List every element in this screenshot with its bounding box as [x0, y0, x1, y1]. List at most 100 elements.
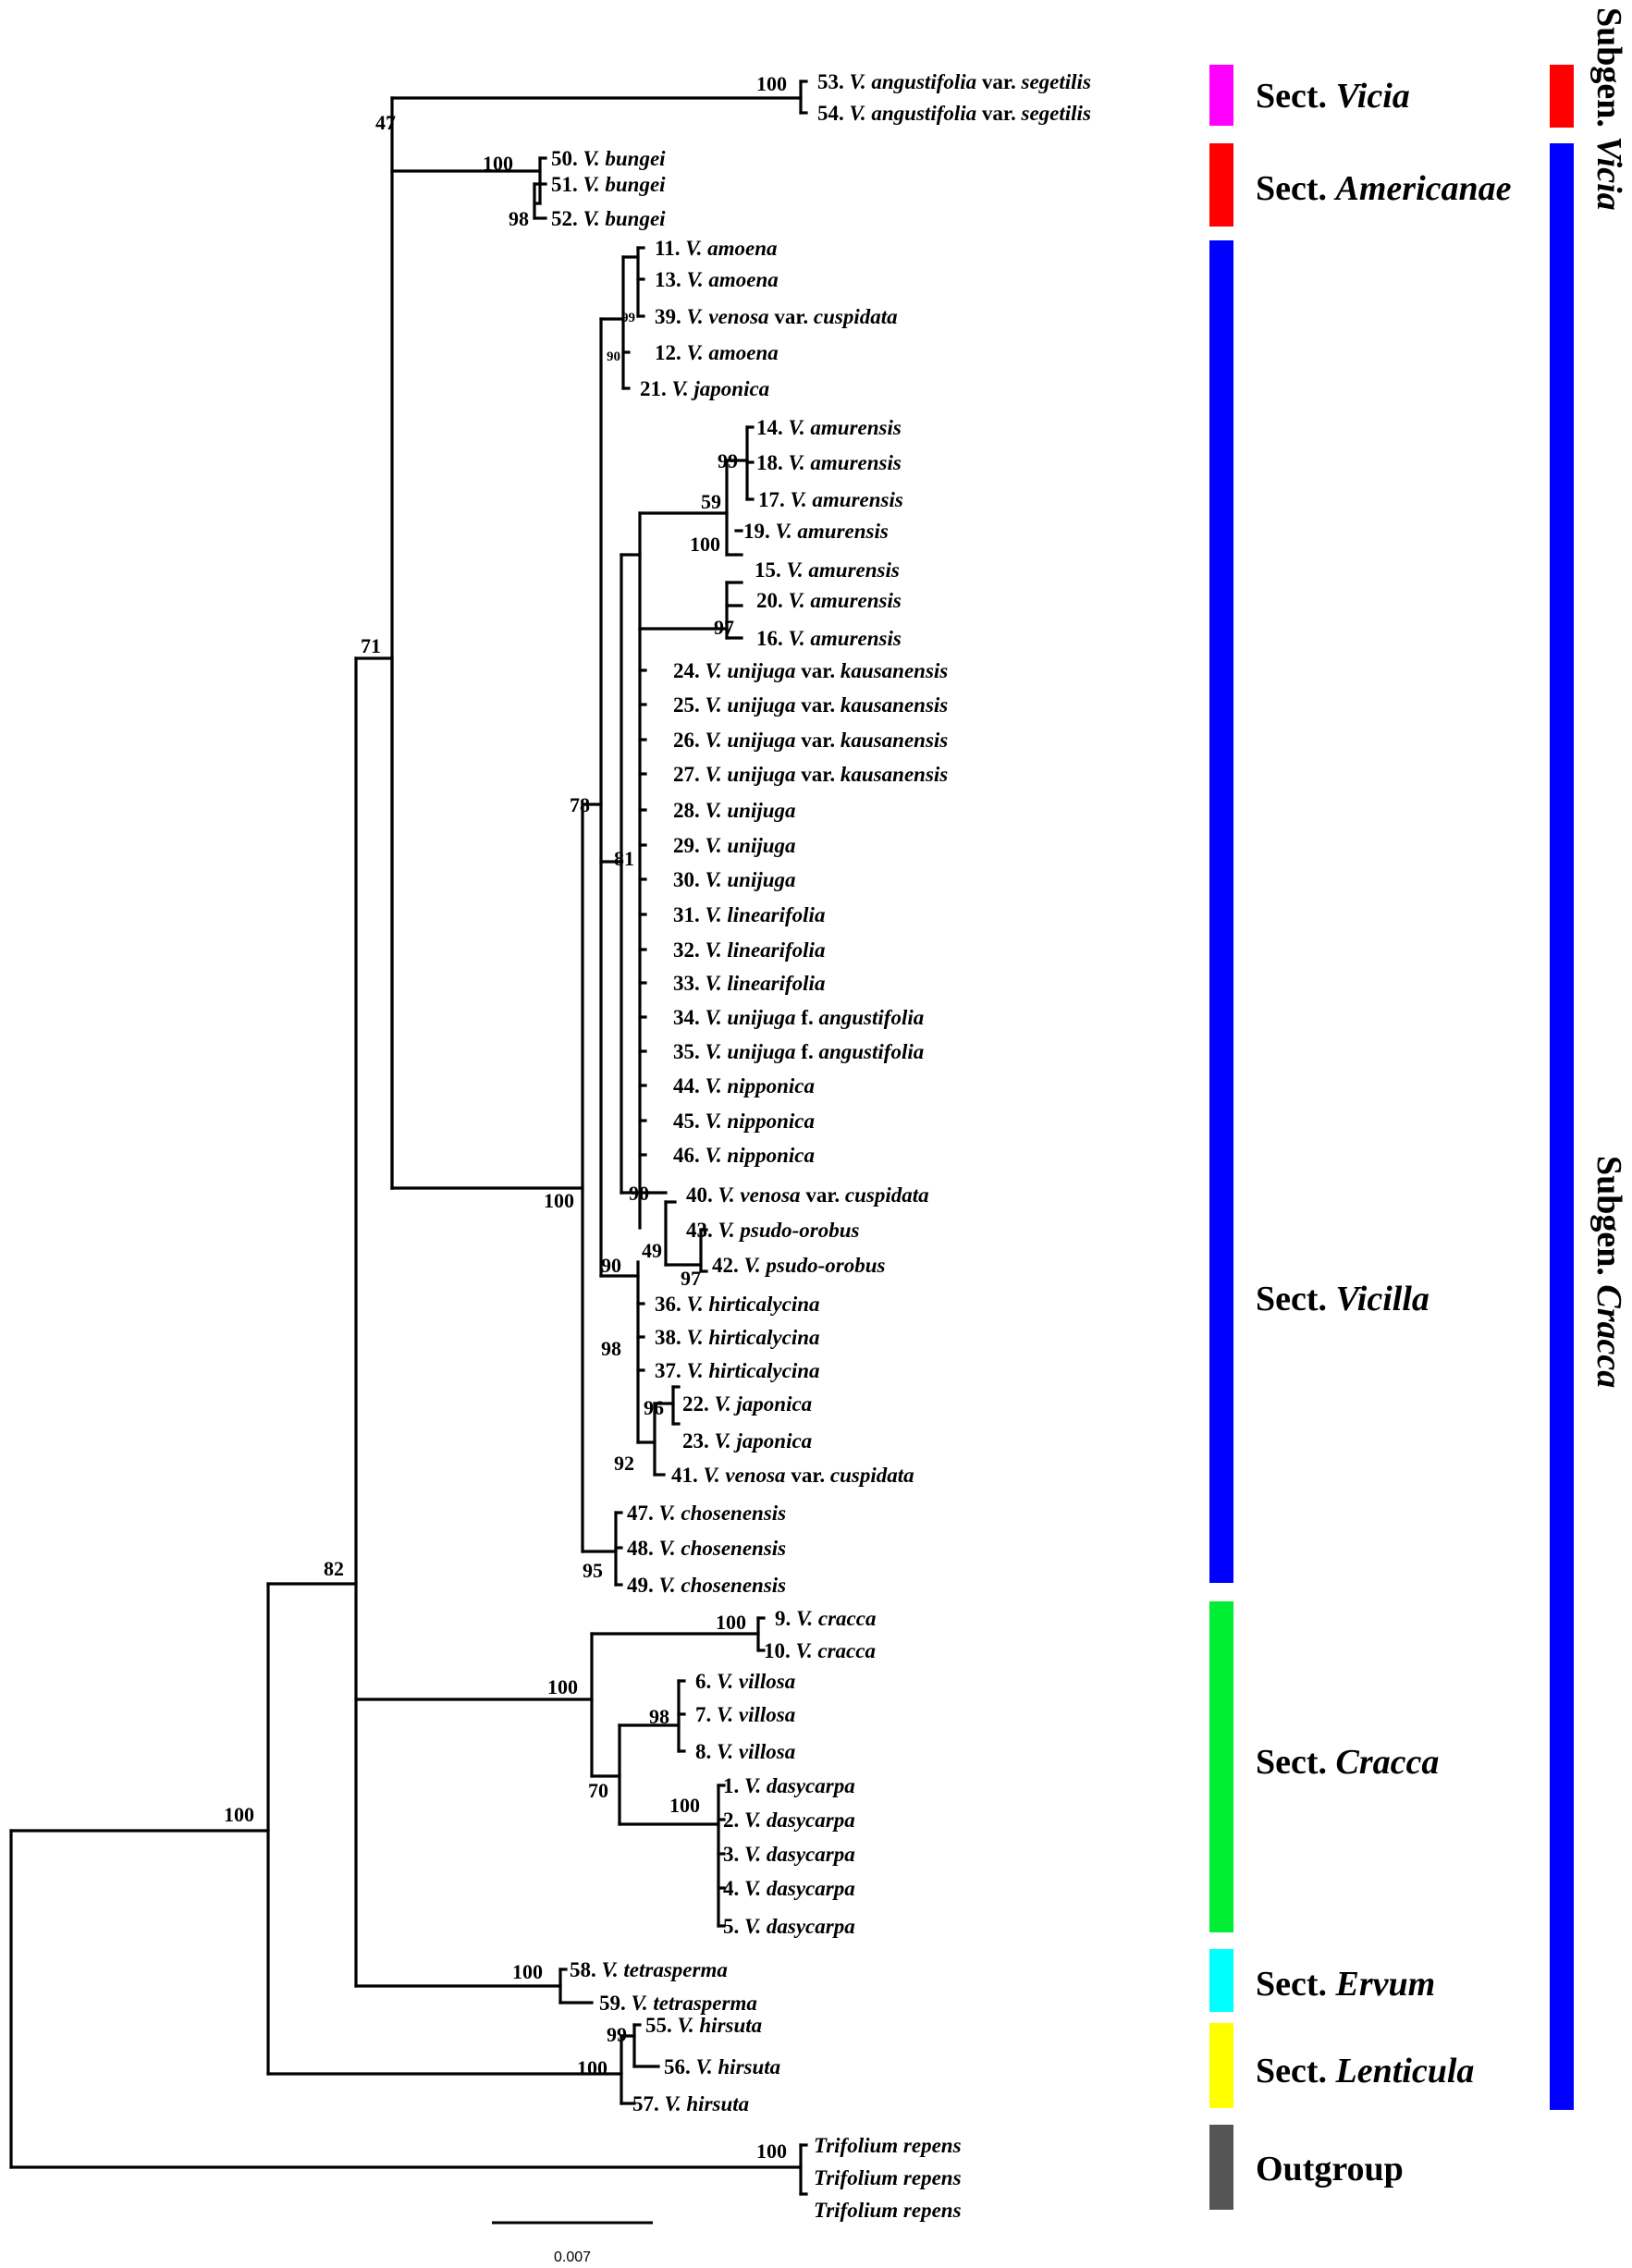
support-values: 1008271471001009810078909981100599997904…	[224, 72, 787, 2163]
tip-genus: V.	[687, 1293, 704, 1316]
tip-rank: var.	[982, 70, 1016, 93]
tip-number: 41.	[671, 1464, 698, 1487]
support-value: 95	[583, 1559, 603, 1582]
tip-epithet: hirticalycina	[708, 1293, 819, 1316]
support-value: 97	[681, 1267, 701, 1290]
tip-epithet: nipponica	[727, 1109, 815, 1133]
tip-epithet: chosenensis	[681, 1574, 786, 1597]
tip-label: 50. V. bungei	[551, 147, 666, 170]
tip-genus: V.	[687, 1326, 704, 1349]
tip-epithet: psudo-orobus	[764, 1254, 885, 1277]
support-value: 100	[544, 1189, 574, 1212]
tip-epithet: unijuga	[727, 1040, 795, 1063]
tip-number: 56.	[664, 2055, 691, 2078]
tip-number: 10.	[764, 1639, 791, 1662]
section-prefix: Sect.	[1256, 1743, 1327, 1782]
tip-label: 40. V. venosa var. cuspidata	[686, 1183, 929, 1207]
tip-label: 57. V. hirsuta	[632, 2092, 749, 2115]
tip-label: 49. V. chosenensis	[627, 1574, 786, 1597]
tip-epithet: hirsuta	[686, 2092, 749, 2115]
support-value: 100	[512, 1960, 543, 1983]
support-value: 100	[716, 1611, 746, 1634]
tip-epithet: villosa	[739, 1703, 795, 1726]
tip-label: 23. V. japonica	[682, 1429, 812, 1453]
section-name: Vicilla	[1336, 1280, 1430, 1318]
section-name: Lenticula	[1335, 2052, 1475, 2090]
tip-number: 38.	[655, 1326, 681, 1349]
section-color-bar	[1209, 2125, 1233, 2210]
tip-infraspecific: kausanensis	[841, 729, 948, 752]
tip-label: Trifolium repens	[814, 2166, 962, 2189]
tip-rank: f.	[801, 1040, 813, 1063]
tip-epithet: amurensis	[810, 589, 901, 612]
tip-epithet: dasycarpa	[767, 1877, 855, 1900]
tip-genus: V.	[789, 589, 805, 612]
tip-epithet: tetrasperma	[653, 1992, 756, 2015]
subgenus-name: Vicia	[1589, 136, 1628, 210]
tip-label: 8. V. villosa	[695, 1740, 795, 1763]
tip-label: 6. V. villosa	[695, 1670, 795, 1693]
tip-label: 13. V. amoena	[655, 268, 779, 291]
tip-epithet: nipponica	[727, 1074, 815, 1097]
tip-label: 9. V. cracca	[775, 1607, 876, 1630]
tip-label: 5. V. dasycarpa	[723, 1915, 855, 1938]
subgenus-color-bar	[1550, 65, 1574, 128]
tip-genus: V.	[685, 237, 702, 260]
tip-genus: V.	[659, 1574, 676, 1597]
section-color-bar	[1209, 65, 1233, 126]
tip-number: 43.	[686, 1219, 713, 1242]
tip-epithet: amurensis	[808, 558, 899, 582]
tip-epithet: amurensis	[812, 488, 902, 511]
section-label: Sect. Lenticula	[1256, 2052, 1474, 2090]
tip-number: 54.	[817, 102, 844, 125]
tip-epithet: unijuga	[727, 868, 795, 891]
tip-genus: V.	[789, 416, 805, 439]
section-name: Vicia	[1336, 77, 1410, 116]
tip-label: 43. V. psudo-orobus	[686, 1219, 860, 1242]
tip-label: 31. V. linearifolia	[673, 903, 825, 926]
tip-genus: Trifolium	[814, 2199, 898, 2222]
support-value: 99	[718, 449, 738, 472]
tip-number: 17.	[758, 488, 785, 511]
section-prefix: Sect.	[1256, 169, 1327, 208]
tip-infraspecific: angustifolia	[818, 1040, 924, 1063]
tip-genus: V.	[704, 1464, 720, 1487]
tip-rank: var.	[801, 729, 835, 752]
tip-genus: V.	[706, 1109, 722, 1133]
section-color-bar	[1209, 240, 1233, 1583]
section-prefix: Sect.	[1256, 1965, 1327, 2004]
tip-infraspecific: segetilis	[1021, 70, 1091, 93]
tip-rank: var.	[801, 763, 835, 786]
support-value: 49	[642, 1239, 662, 1262]
tip-infraspecific: segetilis	[1021, 102, 1091, 125]
tip-rank: var.	[982, 102, 1016, 125]
tip-genus: V.	[706, 763, 722, 786]
tip-label: 26. V. unijuga var. kausanensis	[673, 729, 948, 752]
tip-number: 40.	[686, 1183, 713, 1207]
tip-epithet: villosa	[739, 1740, 795, 1763]
tip-genus: V.	[706, 972, 722, 995]
tip-genus: V.	[718, 1183, 735, 1207]
tip-number: 16.	[756, 627, 783, 650]
tip-label: 16. V. amurensis	[756, 627, 902, 650]
support-value: 71	[361, 634, 381, 657]
tip-epithet: angustifolia	[871, 102, 976, 125]
tip-genus: V.	[696, 2055, 713, 2078]
tip-rank: var.	[801, 693, 835, 717]
tip-genus: V.	[787, 558, 804, 582]
tip-label: 12. V. amoena	[655, 341, 779, 364]
tip-label: 56. V. hirsuta	[664, 2055, 780, 2078]
tip-epithet: repens	[903, 2134, 962, 2157]
tip-label: 19. V. amurensis	[743, 520, 889, 543]
tip-genus: V.	[665, 2092, 681, 2115]
tip-genus: V.	[850, 102, 866, 125]
tip-number: 22.	[682, 1392, 709, 1416]
tip-genus: V.	[791, 488, 807, 511]
tip-label: 24. V. unijuga var. kausanensis	[673, 659, 948, 682]
section-label: Sect. Cracca	[1256, 1743, 1439, 1782]
tip-number: 28.	[673, 799, 700, 822]
tip-number: 3.	[723, 1843, 739, 1866]
section-name: Ervum	[1335, 1965, 1436, 2004]
tip-genus: V.	[717, 1740, 733, 1763]
